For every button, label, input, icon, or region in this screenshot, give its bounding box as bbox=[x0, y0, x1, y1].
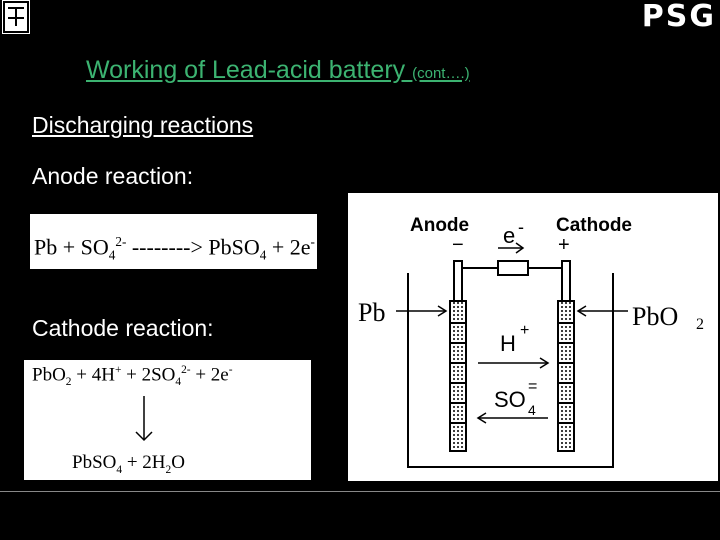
down-arrow-icon bbox=[135, 396, 153, 442]
svg-text:e: e bbox=[503, 223, 515, 248]
institution-logo bbox=[2, 0, 30, 34]
svg-text:Pb: Pb bbox=[358, 298, 385, 327]
svg-text:Cathode: Cathode bbox=[556, 215, 632, 236]
svg-text:4: 4 bbox=[528, 402, 536, 418]
svg-text:PbO: PbO bbox=[632, 302, 678, 331]
svg-text:=: = bbox=[528, 378, 537, 395]
battery-diagram: Anode Cathode − + e - Pb PbO 2 H + SO 4 … bbox=[348, 193, 718, 481]
svg-text:Anode: Anode bbox=[410, 215, 469, 236]
svg-text:SO: SO bbox=[494, 387, 526, 412]
cathode-equation: PbO2 + 4H+ + 2SO42- + 2e- PbSO4 + 2H2O bbox=[24, 360, 311, 480]
svg-text:−: − bbox=[452, 234, 464, 256]
svg-text:2: 2 bbox=[696, 316, 704, 333]
anode-equation: Pb + SO42- --------> PbSO4 + 2e- bbox=[30, 214, 317, 269]
cathode-label: Cathode reaction: bbox=[32, 315, 214, 341]
svg-text:+: + bbox=[520, 322, 529, 339]
discharging-heading: Discharging reactions bbox=[32, 112, 254, 138]
anode-label: Anode reaction: bbox=[32, 163, 194, 189]
svg-text:-: - bbox=[518, 217, 524, 237]
footer-divider bbox=[0, 491, 720, 492]
slide-title: Working of Lead-acid battery (cont….) bbox=[86, 56, 470, 85]
brand-logo: PSG bbox=[641, 0, 716, 34]
svg-text:H: H bbox=[500, 331, 516, 356]
title-suffix: (cont….) bbox=[412, 65, 470, 82]
svg-text:+: + bbox=[558, 234, 570, 256]
title-main: Working of Lead-acid battery bbox=[86, 56, 413, 84]
